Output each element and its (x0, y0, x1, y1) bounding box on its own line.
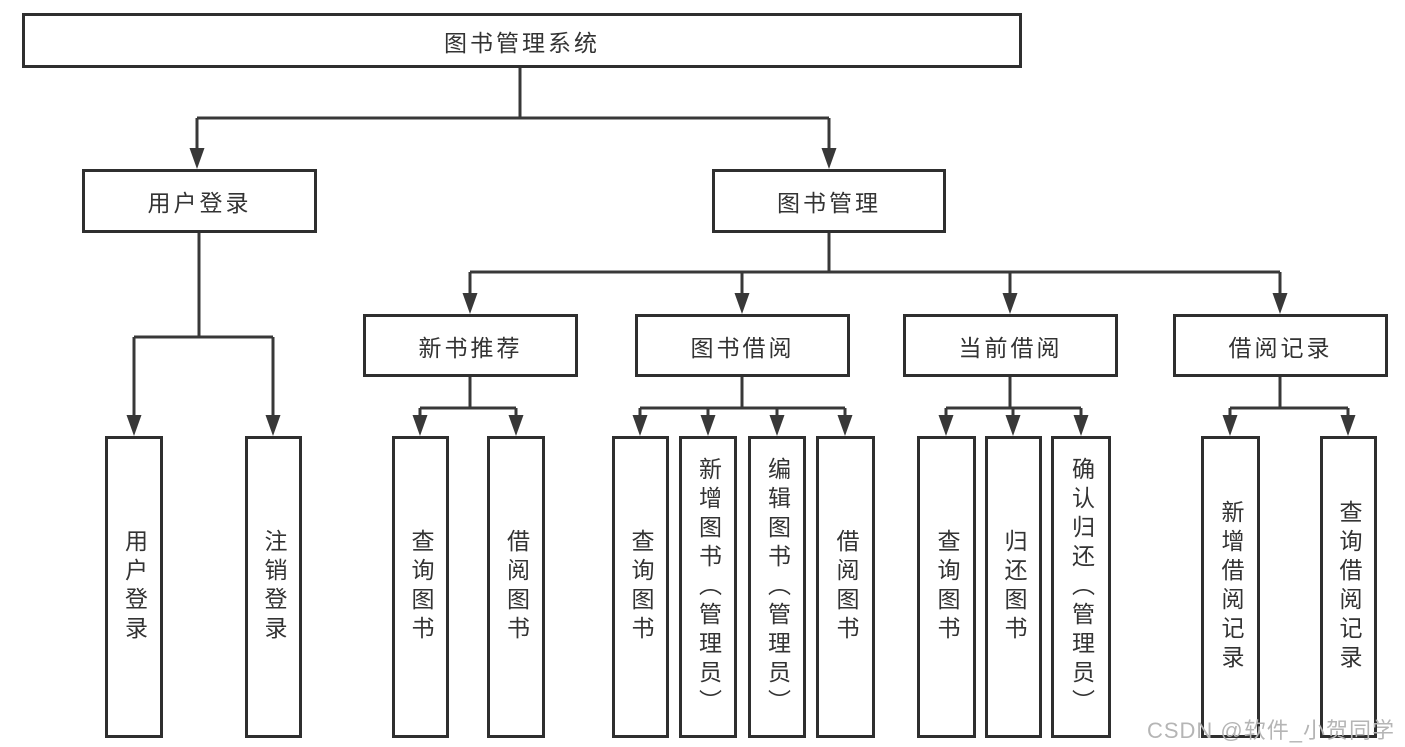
leaf-add-borrow-record: 新增借阅记录 (1201, 436, 1260, 738)
connector-path (195, 68, 831, 152)
arrowhead-icon (265, 415, 281, 436)
leaf-query-books-current: 查询图书 (917, 436, 976, 738)
connector-path (468, 233, 1282, 301)
arrowhead-icon (632, 415, 648, 436)
node-borrow-records: 借阅记录 (1173, 314, 1388, 377)
arrowhead-icon (126, 415, 142, 436)
arrowhead-icon (837, 415, 853, 436)
node-user-login: 用户登录 (82, 169, 317, 233)
node-current-borrow: 当前借阅 (903, 314, 1118, 377)
leaf-add-book-admin: 新增图书（管理员） (679, 436, 737, 738)
connector-path (1228, 377, 1350, 423)
arrowhead-icon (1073, 415, 1089, 436)
node-root: 图书管理系统 (22, 13, 1022, 68)
arrowhead-icon (734, 293, 750, 314)
node-book-borrow: 图书借阅 (635, 314, 850, 377)
arrowhead-icon (700, 415, 716, 436)
connector-path (638, 377, 847, 423)
node-new-book-recommend: 新书推荐 (363, 314, 578, 377)
leaf-query-books-recommend: 查询图书 (392, 436, 449, 738)
csdn-watermark: CSDN @软件_小贺同学 (1146, 718, 1395, 743)
arrowhead-icon (769, 415, 785, 436)
node-book-management: 图书管理 (712, 169, 946, 233)
leaf-logout: 注销登录 (245, 436, 302, 738)
connector-path (418, 377, 518, 423)
arrowhead-icon (938, 415, 954, 436)
leaf-confirm-return-admin: 确认归还（管理员） (1051, 436, 1111, 738)
leaf-user-login: 用户登录 (105, 436, 163, 738)
arrowhead-icon (412, 415, 428, 436)
arrowhead-icon (1002, 293, 1018, 314)
arrowhead-icon (821, 148, 837, 169)
leaf-query-borrow-record: 查询借阅记录 (1320, 436, 1377, 738)
arrowhead-icon (1005, 415, 1021, 436)
leaf-borrow-books: 借阅图书 (816, 436, 875, 738)
connector-path (132, 233, 275, 423)
arrowhead-icon (1272, 293, 1288, 314)
leaf-return-books: 归还图书 (985, 436, 1042, 738)
arrowhead-icon (189, 148, 205, 169)
leaf-edit-book-admin: 编辑图书（管理员） (748, 436, 806, 738)
arrowhead-icon (508, 415, 524, 436)
leaf-borrow-books-recommend: 借阅图书 (487, 436, 545, 738)
leaf-query-books-borrow: 查询图书 (612, 436, 669, 738)
arrowhead-icon (462, 293, 478, 314)
arrowhead-icon (1340, 415, 1356, 436)
arrowhead-icon (1222, 415, 1238, 436)
